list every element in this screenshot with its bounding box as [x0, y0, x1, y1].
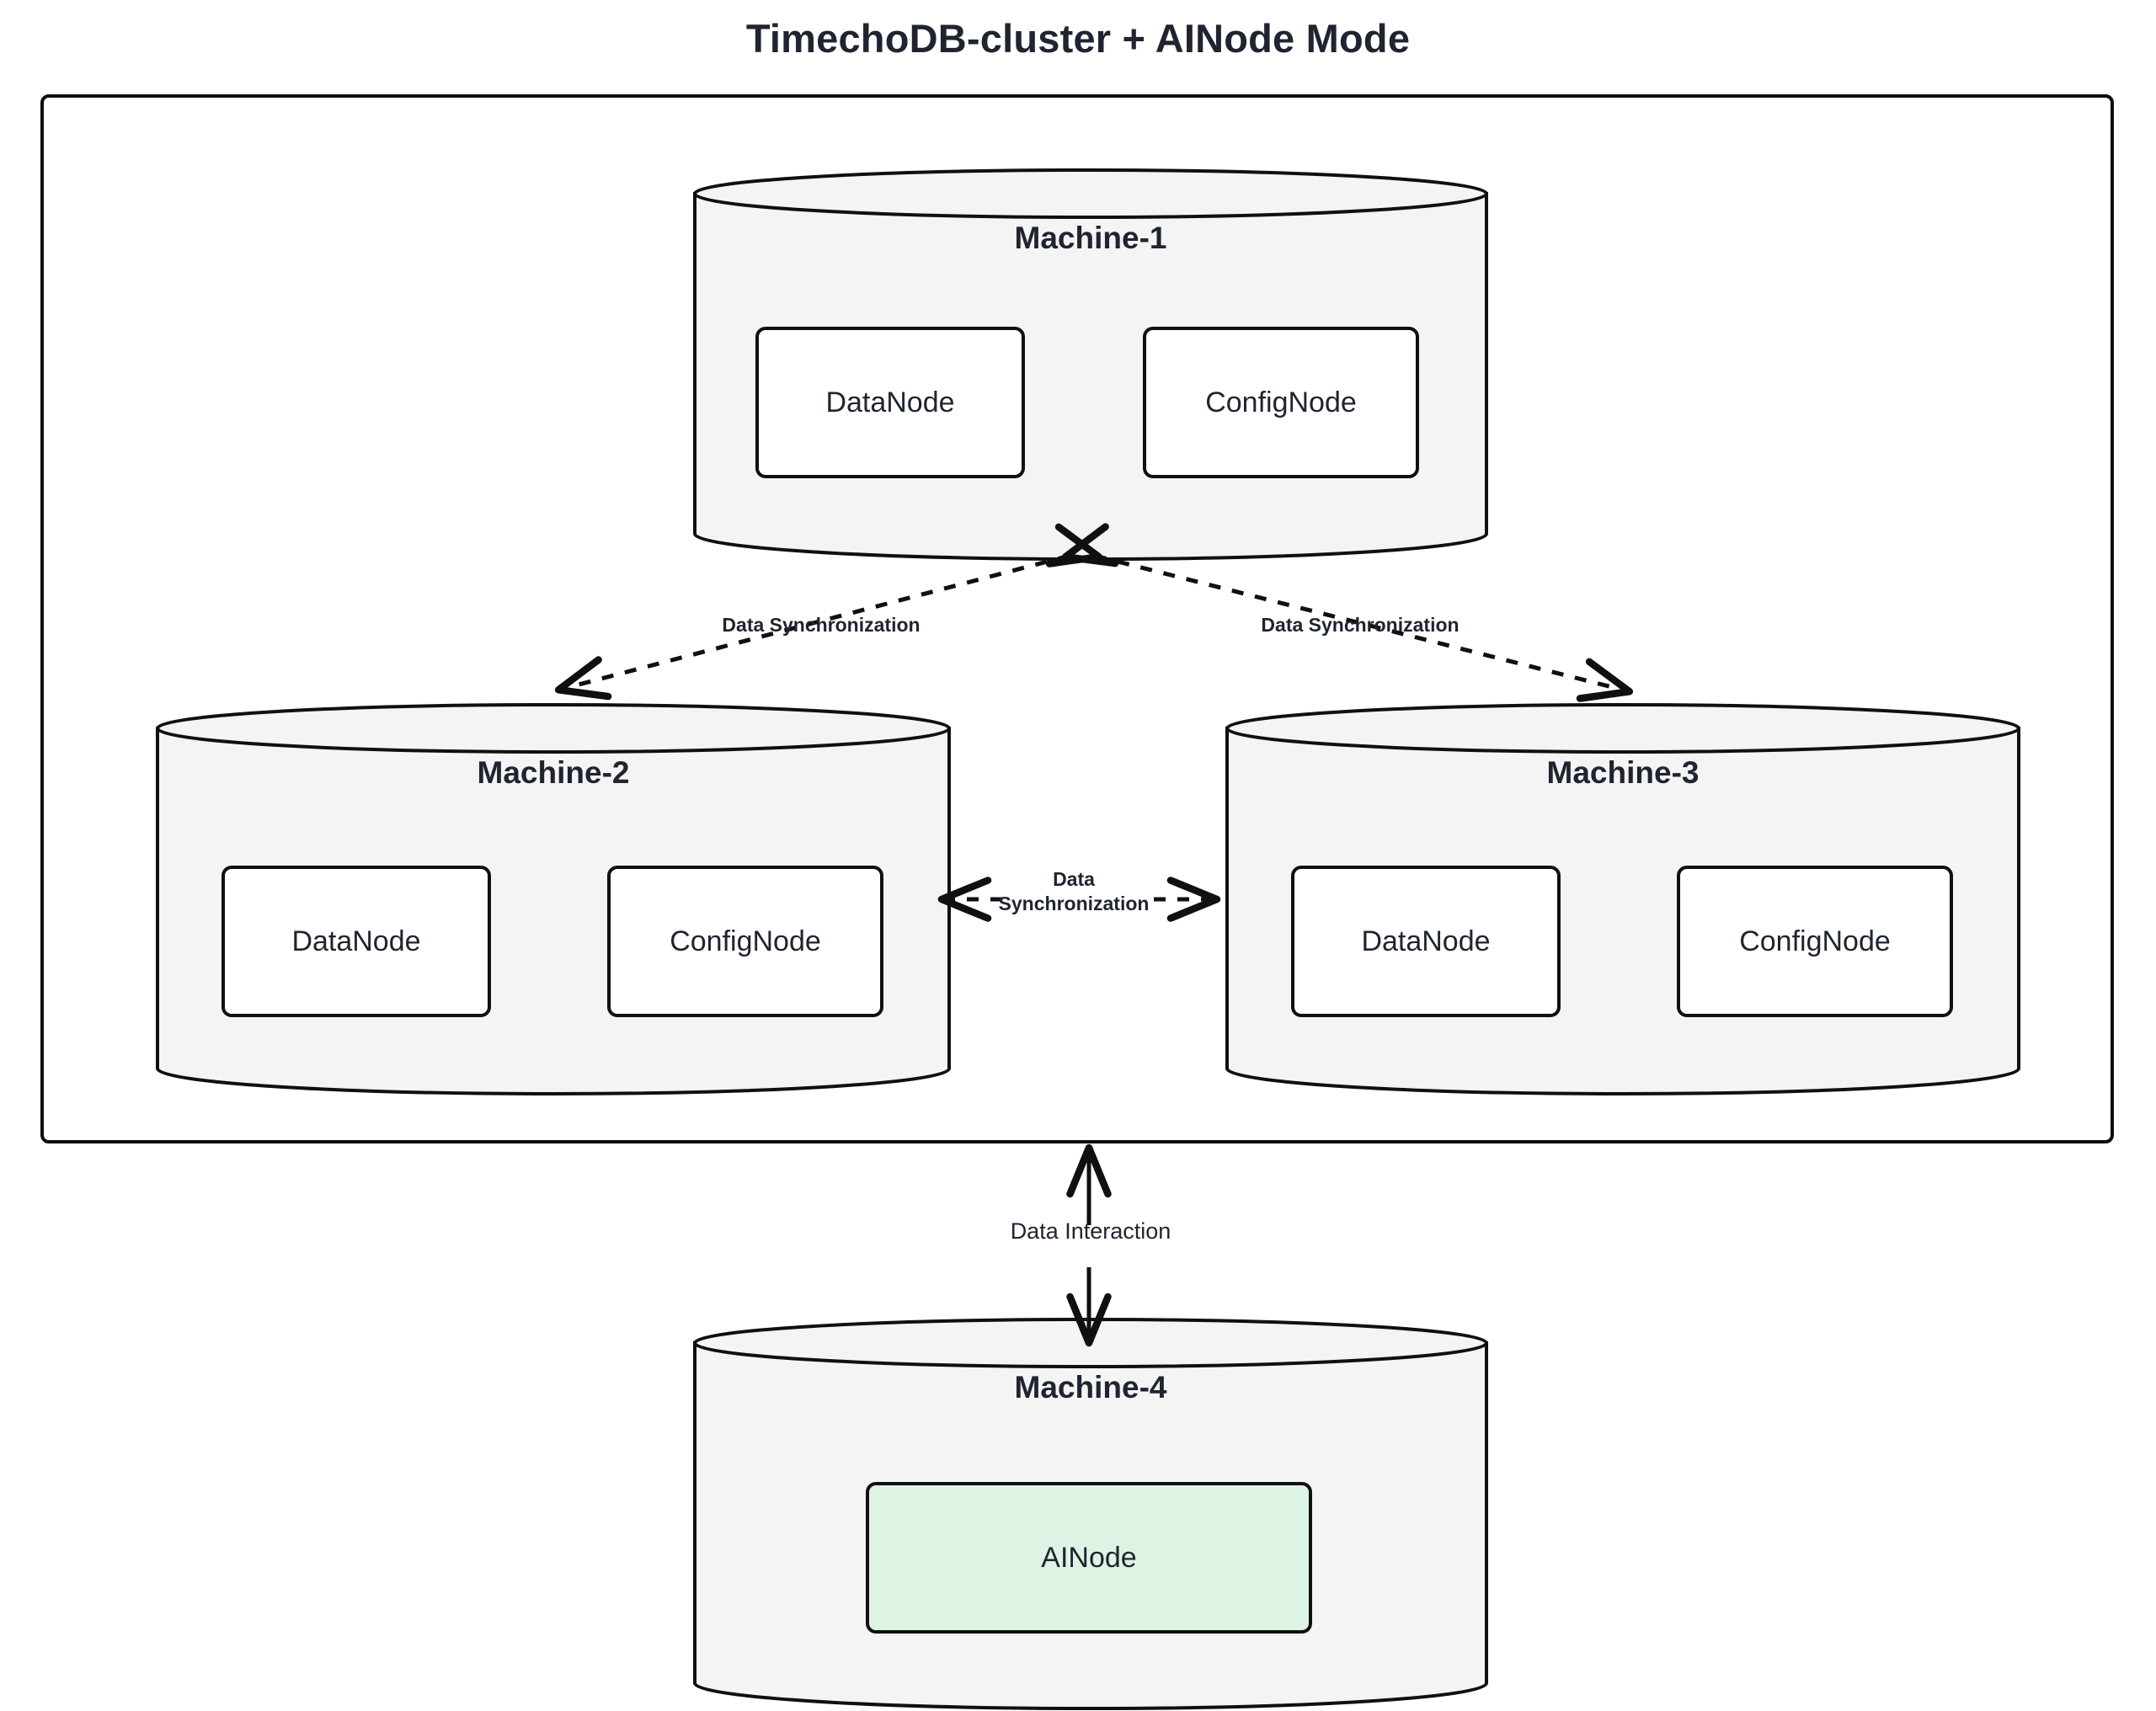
edge-label-sync-left: Data Synchronization: [722, 614, 921, 636]
edge-label-sync-middle-line2: Synchronization: [998, 892, 1150, 914]
edge-label-sync-middle: Data Synchronization: [981, 867, 1166, 916]
machine-3-confignode-box[interactable]: ConfigNode: [1677, 866, 1953, 1017]
machine-2-datanode-label: DataNode: [291, 925, 421, 957]
page-title: TimechoDB-cluster + AINode Mode: [745, 16, 1411, 61]
machine-2-datanode-box[interactable]: DataNode: [221, 866, 491, 1017]
machine-1-datanode-label: DataNode: [825, 386, 955, 418]
machine-1-confignode-label: ConfigNode: [1205, 386, 1357, 418]
machine-4-ainode-label: AINode: [1041, 1541, 1137, 1574]
edge-label-sync-middle-line1: Data: [1053, 868, 1095, 890]
machine-4-cylinder[interactable]: Machine-4: [693, 1318, 1488, 1710]
machine-2-confignode-box[interactable]: ConfigNode: [607, 866, 883, 1017]
machine-3-confignode-label: ConfigNode: [1739, 925, 1891, 957]
machine-4-label: Machine-4: [1014, 1370, 1167, 1405]
machine-3-label: Machine-3: [1546, 755, 1700, 790]
machine-1-datanode-box[interactable]: DataNode: [755, 327, 1025, 478]
edge-label-sync-right: Data Synchronization: [1261, 614, 1460, 636]
machine-4-ainode-box[interactable]: AINode: [866, 1482, 1312, 1634]
machine-1-label: Machine-1: [1014, 221, 1167, 255]
machine-2-confignode-label: ConfigNode: [670, 925, 821, 957]
edge-label-data-interaction: Data Interaction: [1010, 1218, 1171, 1244]
machine-3-datanode-label: DataNode: [1361, 925, 1491, 957]
machine-1-confignode-box[interactable]: ConfigNode: [1143, 327, 1419, 478]
machine-2-label: Machine-2: [477, 755, 630, 790]
machine-3-datanode-box[interactable]: DataNode: [1291, 866, 1561, 1017]
